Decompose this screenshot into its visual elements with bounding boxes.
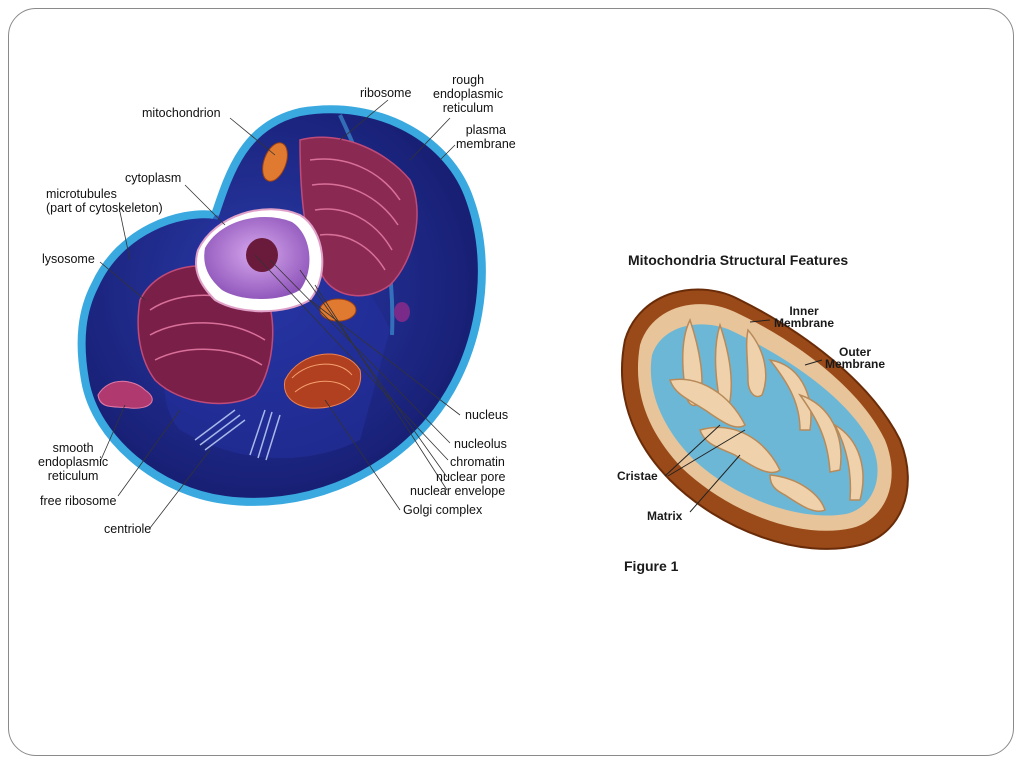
smooth-er-shape bbox=[97, 380, 153, 409]
label-nucleolus: nucleolus bbox=[454, 437, 507, 451]
label-nuclear-pore: nuclear pore bbox=[436, 470, 506, 484]
label-rough-er: rough endoplasmic reticulum bbox=[433, 73, 504, 115]
small-mito-1 bbox=[262, 142, 288, 182]
golgi-complex-shape bbox=[283, 353, 362, 409]
label-inner-membrane: Inner Membrane bbox=[774, 304, 835, 330]
label-chromatin: chromatin bbox=[450, 455, 505, 469]
label-centriole: centriole bbox=[104, 522, 152, 536]
cristae-shape bbox=[669, 318, 864, 512]
label-nuclear-envelope: nuclear envelope bbox=[410, 484, 506, 498]
label-cristae: Cristae bbox=[617, 469, 658, 483]
label-outer-membrane: Outer Membrane bbox=[825, 345, 886, 371]
label-cytoplasm: cytoplasm bbox=[125, 171, 182, 185]
label-smooth-er: smooth endoplasmic reticulum bbox=[38, 441, 109, 483]
label-plasma-membrane: plasma membrane bbox=[456, 123, 516, 151]
nucleus-shape bbox=[195, 208, 324, 313]
label-microtubules: microtubules (part of cytoskeleton) bbox=[46, 187, 163, 215]
label-mitochondrion: mitochondrion bbox=[142, 106, 221, 120]
matrix-shape bbox=[650, 324, 878, 516]
label-free-ribosome: free ribosome bbox=[40, 494, 117, 508]
label-matrix: Matrix bbox=[647, 509, 683, 523]
label-golgi-complex: Golgi complex bbox=[403, 503, 483, 517]
mito-title: Mitochondria Structural Features bbox=[628, 252, 849, 268]
label-ribosome: ribosome bbox=[360, 86, 412, 100]
label-lysosome: lysosome bbox=[42, 252, 95, 266]
label-nucleus: nucleus bbox=[465, 408, 509, 422]
rough-er-shape bbox=[299, 136, 418, 297]
lysosome-dot bbox=[394, 302, 410, 322]
centriole-shape bbox=[194, 409, 281, 461]
figure-caption: Figure 1 bbox=[624, 558, 679, 574]
